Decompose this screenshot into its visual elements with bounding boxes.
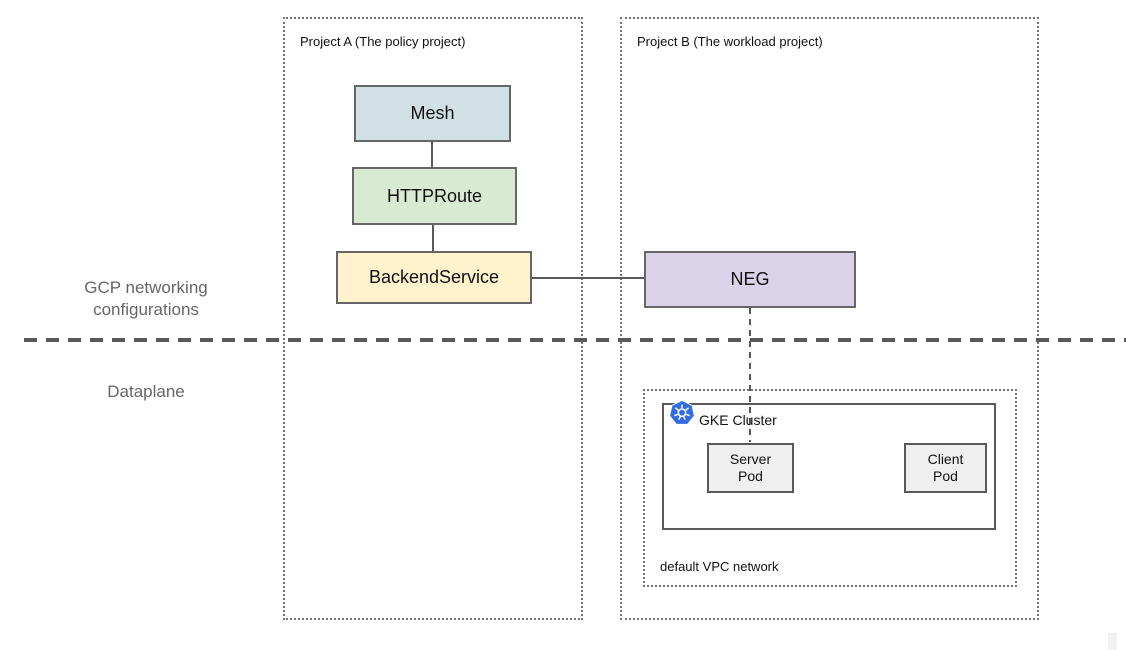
neg-node: NEG xyxy=(644,251,856,308)
layer-separator-line xyxy=(24,338,1126,342)
gcp-networking-configurations-label: GCP networking configurations xyxy=(84,278,208,319)
vpc-network-region: default VPC network xyxy=(643,389,1017,587)
gke-cluster-label: GKE Cluster xyxy=(699,412,777,428)
dataplane-label: Dataplane xyxy=(107,382,185,401)
edge-neg-serverpod xyxy=(749,308,751,442)
client-pod-label: Client Pod xyxy=(927,451,964,484)
edge-httproute-backendservice xyxy=(432,224,434,251)
neg-node-label: NEG xyxy=(730,269,770,289)
vpc-network-label: default VPC network xyxy=(660,559,779,574)
server-pod-label: Server Pod xyxy=(729,451,772,484)
httproute-node: HTTPRoute xyxy=(352,167,517,225)
project-a-region: Project A (The policy project) xyxy=(283,17,583,620)
project-b-label: Project B (The workload project) xyxy=(637,34,823,49)
backendservice-node-label: BackendService xyxy=(368,267,500,287)
httproute-node-label: HTTPRoute xyxy=(386,185,483,206)
scrollbar-fragment[interactable] xyxy=(1108,633,1117,650)
edge-backendservice-neg xyxy=(532,277,644,279)
mesh-node-label: Mesh xyxy=(410,103,455,123)
client-pod-node: Client Pod xyxy=(904,443,987,493)
backendservice-node: BackendService xyxy=(336,251,532,304)
kubernetes-icon xyxy=(669,400,695,425)
project-b-region: Project B (The workload project) xyxy=(620,17,1039,620)
mesh-node: Mesh xyxy=(354,85,511,142)
server-pod-node: Server Pod xyxy=(707,443,794,493)
project-a-label: Project A (The policy project) xyxy=(300,34,466,49)
edge-mesh-httproute xyxy=(431,142,433,168)
